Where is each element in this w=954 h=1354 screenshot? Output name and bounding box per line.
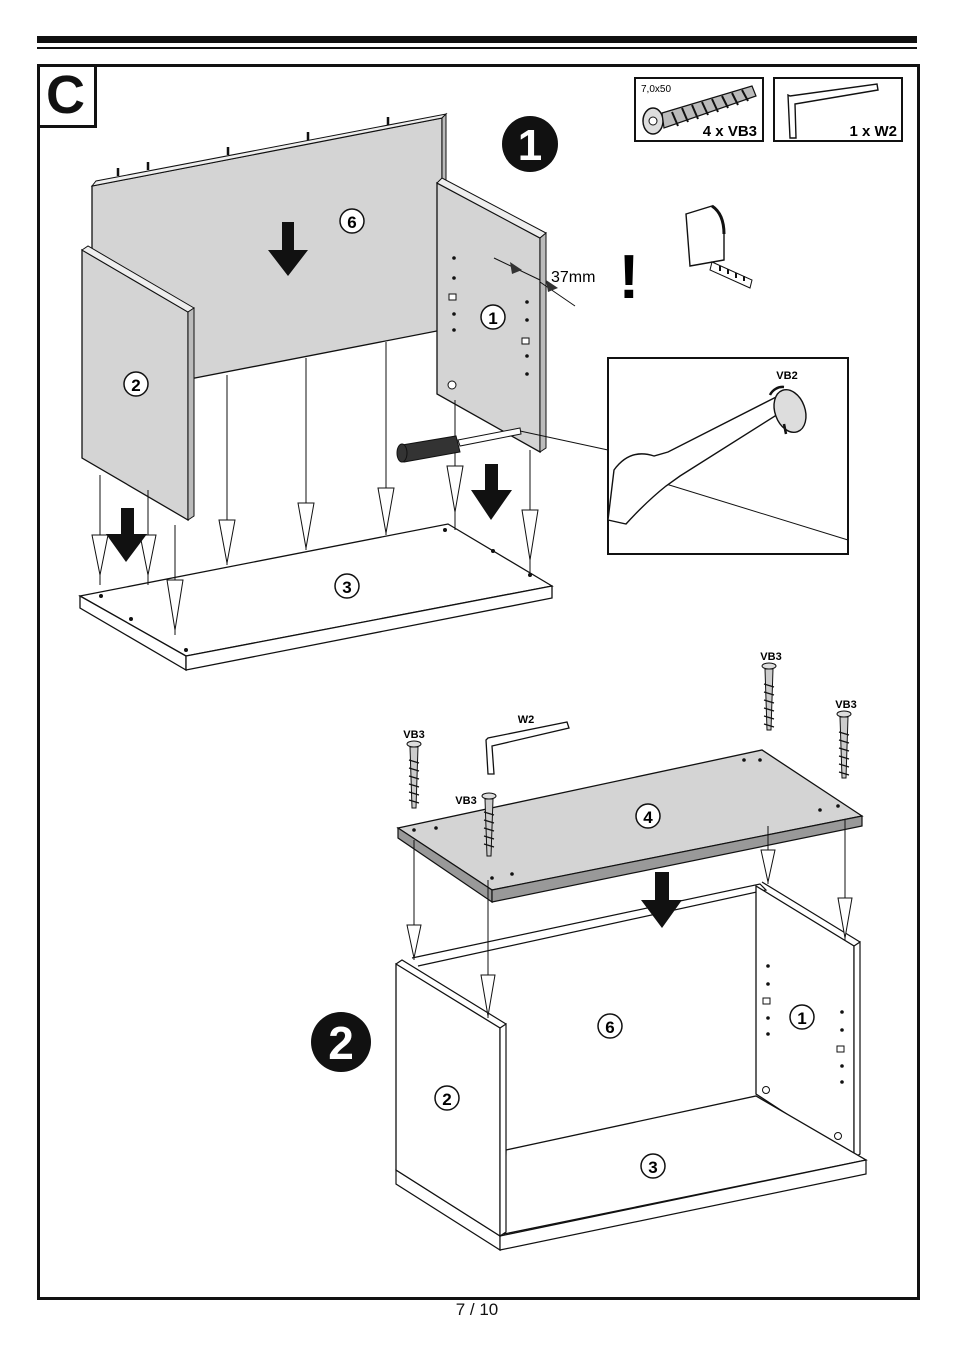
w2-quantity-label: 1 x W2: [849, 123, 897, 140]
vb3-screws: VB3 VB3 VB3 VB3: [403, 651, 857, 857]
header-rule-thin: [37, 47, 917, 49]
part-label-2: 2: [442, 1090, 451, 1109]
screw-label: VB3: [835, 699, 856, 711]
hardware-box-w2: 1 x W2: [773, 77, 903, 142]
screw-label: VB3: [403, 729, 424, 741]
instruction-frame: [37, 64, 920, 1300]
step-1-number: 1: [518, 121, 542, 170]
wrench-label: W2: [518, 714, 535, 726]
allen-key-icon: [787, 83, 879, 139]
screwdriver-icon: [396, 427, 522, 463]
panel-4-top: [396, 749, 864, 904]
part-label-6: 6: [605, 1018, 614, 1037]
detail-inset-vb2: VB2: [607, 357, 849, 555]
measurement-label: 37mm: [551, 269, 595, 286]
vb3-quantity-label: 4 x VB3: [703, 123, 757, 140]
screw-icon: [481, 792, 497, 857]
part-label-2: 2: [131, 376, 140, 395]
dowel-guides-step-1: [91, 342, 539, 635]
screw-icon: [406, 740, 422, 809]
screw-icon: [761, 662, 777, 731]
part-label-3: 3: [648, 1158, 657, 1177]
vb3-size-label: 7,0x50: [641, 84, 671, 95]
panel-3-bottom: [78, 523, 554, 672]
vb3-screw-icon: [642, 85, 757, 135]
step-2-number: 2: [328, 1017, 354, 1069]
dowel-guides-step-2: [406, 820, 853, 1018]
part-label-6: 6: [347, 213, 356, 232]
part-label-3: 3: [342, 578, 351, 597]
part-label-1: 1: [797, 1009, 806, 1028]
part-labels-step-2: 4 6 1 2 3: [434, 803, 815, 1179]
carcass-assembled: [395, 881, 868, 1252]
part-label-1: 1: [488, 309, 497, 328]
detail-leader-line: [519, 430, 609, 451]
step-1-badge: 1: [502, 116, 558, 172]
detail-part-label: VB2: [776, 370, 797, 382]
part-labels-step-1: 6 1 2 3: [123, 208, 506, 599]
header-rule-thick: [37, 36, 917, 43]
measuring-tape-icon: [685, 204, 753, 289]
screw-label: VB3: [760, 651, 781, 663]
part-label-4: 4: [643, 808, 653, 827]
screw-icon: [836, 710, 852, 779]
section-letter: C: [37, 64, 97, 128]
measurement-marker: 37mm: [493, 257, 595, 307]
hardware-box-vb3: 7,0x50 4 x VB3: [634, 77, 764, 142]
step-2-badge: 2: [311, 1012, 371, 1072]
down-arrow-icon: [106, 222, 512, 562]
page-indicator: 7 / 10: [455, 1300, 499, 1319]
down-arrow-icon: [641, 872, 682, 928]
allen-key-w2-icon: W2: [485, 714, 570, 775]
screw-label: VB3: [455, 795, 476, 807]
warning-mark: !: [619, 243, 640, 312]
